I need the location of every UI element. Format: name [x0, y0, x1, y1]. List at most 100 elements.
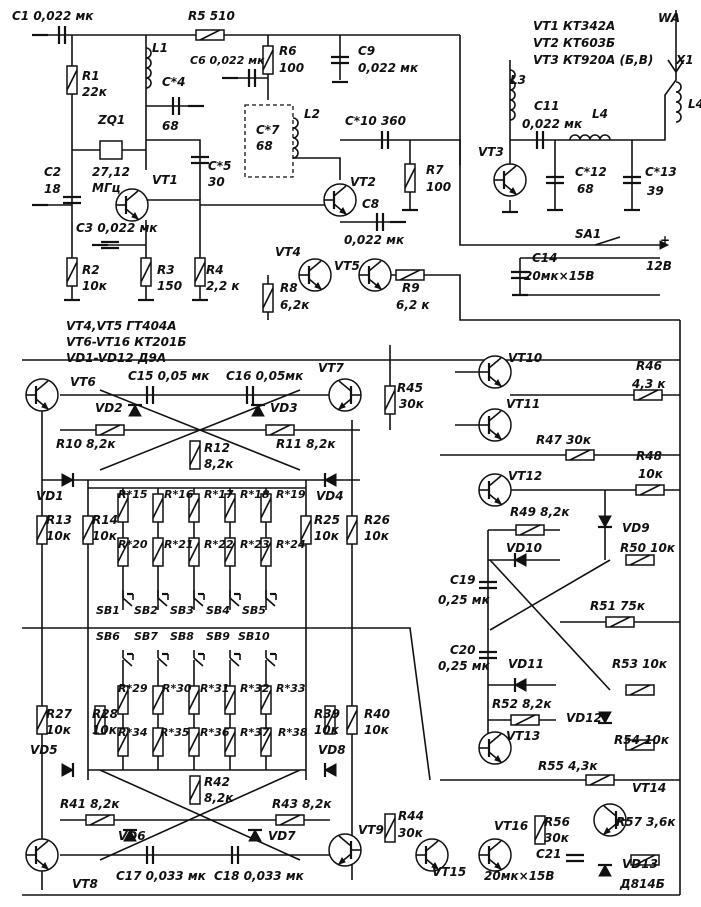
- key-sb1: [122, 590, 134, 607]
- inductor-l2: [292, 117, 299, 159]
- label-r25: R25: [314, 513, 340, 527]
- key-sb2: [157, 590, 169, 607]
- wire-mid-rail: [22, 627, 431, 781]
- label-c9-value: 0,022 мк: [358, 61, 419, 75]
- legend-vt6-vt16: VT6-VT16 КТ201Б: [66, 335, 186, 349]
- capacitor-c18: [230, 846, 240, 864]
- wire: [293, 157, 341, 180]
- label-r16: R*16: [164, 488, 194, 501]
- resistor-r10: [95, 424, 125, 436]
- label-r3: R3: [157, 263, 175, 277]
- label-r13: R13: [46, 513, 72, 527]
- label-c19-value: 0,25 мк: [438, 593, 491, 607]
- wire-crosscoupling-2: [99, 389, 301, 471]
- legend-vt4-vt5: VT4,VT5 ГТ404А: [66, 319, 177, 333]
- key-sb10: [265, 650, 277, 667]
- resistor-r19: [260, 493, 272, 523]
- key-sb3: [193, 590, 205, 607]
- resistor-r37: [224, 727, 236, 757]
- resistor-r56: [534, 815, 546, 845]
- label-r28: R28: [92, 707, 118, 721]
- label-c1: C1 0,022 мк: [12, 9, 94, 23]
- wire: [99, 769, 301, 861]
- transistor-vt4: [298, 258, 332, 292]
- key-sb9: [229, 650, 241, 667]
- transistor-vt16: [478, 838, 512, 872]
- label-r32: R*32: [240, 682, 270, 695]
- crystal-zq1: [99, 140, 123, 160]
- label-r48-value: 10к: [638, 467, 664, 481]
- resistor-r29: [117, 685, 129, 715]
- resistor-r48: [635, 484, 665, 496]
- label-r26: R26: [364, 513, 390, 527]
- resistor-r5: [195, 29, 225, 41]
- switch-sa1: [594, 236, 621, 246]
- inductor-l3: [509, 69, 516, 121]
- label-r22: R*22: [204, 538, 234, 551]
- label-r33: R*33: [276, 682, 306, 695]
- label-c19: C19: [450, 573, 476, 587]
- resistor-r28: [94, 705, 106, 735]
- label-r12-value: 8,2к: [204, 457, 234, 471]
- resistor-r12: [189, 440, 201, 470]
- label-r25-value: 10к: [314, 529, 340, 543]
- resistor-r53: [625, 684, 655, 696]
- label-plus: +: [660, 233, 670, 247]
- wire: [489, 559, 611, 691]
- label-wa: WA: [658, 11, 680, 25]
- label-sb10: SB10: [238, 630, 270, 643]
- label-r1: R1: [82, 69, 100, 83]
- label-sb5: SB5: [242, 604, 266, 617]
- label-vd6: VD6: [118, 829, 146, 843]
- resistor-r52: [510, 714, 540, 726]
- wire-supply: [459, 35, 660, 246]
- label-r18: R*18: [240, 488, 270, 501]
- label-c13-value: 39: [647, 184, 664, 198]
- label-r44: R44: [398, 809, 424, 823]
- label-r9: R9: [402, 281, 420, 295]
- components: [25, 26, 685, 877]
- transistor-vt5: [358, 258, 392, 292]
- label-r38: R*38: [278, 726, 308, 739]
- label-l4-right: L4: [688, 97, 701, 111]
- label-r8-value: 6,2к: [280, 298, 310, 312]
- label-vt11: VT11: [506, 397, 540, 411]
- capacitor-c2: [63, 195, 81, 205]
- resistor-r49: [515, 524, 545, 536]
- label-r55: R55 4,3к: [538, 759, 598, 773]
- label-sb6: SB6: [96, 630, 120, 643]
- label-r36: R*36: [200, 726, 230, 739]
- capacitor-c20: [479, 650, 497, 660]
- label-c13: C*13: [645, 165, 677, 179]
- resistor-r41: [85, 814, 115, 826]
- resistor-r57: [630, 854, 660, 866]
- label-sb2: SB2: [134, 604, 158, 617]
- label-r14: R14: [92, 513, 118, 527]
- label-l3: L3: [510, 73, 526, 87]
- diode-vd6: [123, 828, 137, 842]
- diode-vd8: [323, 763, 337, 777]
- diode-vd11: [513, 678, 527, 692]
- diode-vd12: [598, 711, 612, 725]
- resistor-r50: [625, 554, 655, 566]
- label-c18: C18 0,033 мк: [214, 869, 305, 883]
- key-sb8: [193, 650, 205, 667]
- transistor-vt3: [493, 163, 527, 197]
- transistor-vt6: [25, 378, 59, 412]
- capacitor-c3: [101, 240, 119, 250]
- resistor-r22: [188, 537, 200, 567]
- label-vt13: VT13: [506, 729, 540, 743]
- label-r50: R50 10к: [620, 541, 676, 555]
- label-r45: R45: [397, 381, 423, 395]
- capacitor-c14: [511, 270, 529, 280]
- label-r8: R8: [280, 281, 298, 295]
- label-sb7: SB7: [134, 630, 158, 643]
- transistor-vt1: [115, 188, 149, 222]
- label-c8-value: 0,022 мк: [344, 233, 405, 247]
- label-vt15: VT15: [432, 865, 466, 879]
- resistor-r54: [625, 739, 655, 751]
- label-c3: C3 0,022 мк: [76, 221, 158, 235]
- label-vd5: VD5: [30, 743, 58, 757]
- label-c21: C21: [536, 847, 562, 861]
- label-r3-value: 150: [157, 279, 182, 293]
